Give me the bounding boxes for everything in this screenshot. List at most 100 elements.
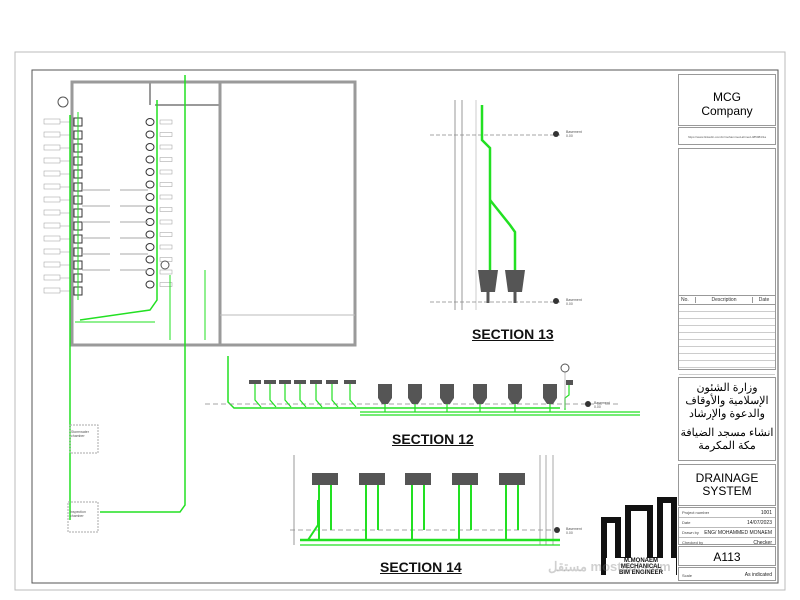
level-marker-icon bbox=[554, 527, 560, 533]
tag-label bbox=[43, 131, 61, 138]
floor-drain bbox=[473, 384, 487, 404]
stormwater-chamber-label: Stormwater chamber bbox=[71, 430, 89, 438]
pipe bbox=[100, 75, 186, 513]
section-13-title: SECTION 13 bbox=[472, 326, 554, 342]
section-14-title: SECTION 14 bbox=[380, 559, 462, 575]
pipe bbox=[331, 384, 339, 408]
level-marker-s12: Basement 0.00 bbox=[594, 401, 610, 409]
level-marker-icon bbox=[553, 131, 559, 137]
section-marker bbox=[160, 260, 170, 270]
tag-label bbox=[43, 144, 61, 151]
wc-fixture bbox=[145, 130, 155, 139]
pipe bbox=[79, 100, 158, 321]
pipe bbox=[480, 105, 492, 270]
tag-label bbox=[159, 282, 173, 287]
pipe bbox=[315, 384, 323, 408]
wc-fixture bbox=[145, 180, 155, 189]
wc-fixture bbox=[145, 205, 155, 214]
pipe bbox=[269, 384, 277, 408]
company-box: MCG Company bbox=[678, 74, 776, 126]
engineer-logo bbox=[601, 497, 677, 575]
floor-drain bbox=[378, 384, 392, 404]
urinal bbox=[264, 380, 276, 384]
floor-trap bbox=[478, 270, 498, 292]
rev-col-description: Description bbox=[696, 297, 753, 303]
urinal bbox=[279, 380, 291, 384]
floor-drain bbox=[408, 384, 422, 404]
tag-label bbox=[159, 244, 173, 250]
info-value: ENG/ MOHAMMED MONAEM bbox=[704, 529, 772, 536]
tag-label bbox=[159, 207, 173, 212]
tag-label bbox=[43, 261, 61, 268]
floor-plan bbox=[43, 75, 357, 533]
wc-fixture bbox=[145, 193, 155, 201]
sheet-title-box: DRAINAGE SYSTEM bbox=[678, 464, 776, 506]
section-14-drawing bbox=[290, 455, 560, 546]
pipe bbox=[307, 500, 319, 541]
scale-value: As indicated bbox=[744, 572, 772, 578]
rev-col-no: No. bbox=[679, 297, 696, 303]
inspection-chamber-label: Inspection chamber bbox=[70, 510, 86, 518]
inspection-chamber bbox=[67, 501, 99, 533]
client-box: وزارة الشئون الإسلامية والأوقاف والدعوة … bbox=[678, 377, 776, 461]
scale-box: Scale As indicated bbox=[678, 567, 776, 581]
info-label: Date bbox=[682, 520, 691, 525]
tag-label bbox=[159, 144, 173, 150]
tag-label bbox=[43, 235, 61, 242]
urinal bbox=[249, 380, 261, 384]
tag-label bbox=[43, 183, 61, 190]
tag-label bbox=[159, 132, 173, 137]
logo-text: M.MONAEM MECHANICAL BIM ENGINEER bbox=[606, 558, 676, 576]
info-label: Checked by bbox=[682, 540, 704, 545]
tag-label bbox=[159, 157, 173, 162]
wc-fixture bbox=[145, 168, 155, 176]
floor-drain bbox=[508, 384, 522, 404]
wall bbox=[70, 80, 357, 347]
project-line: انشاء مسجد الضيافة bbox=[680, 427, 774, 439]
level-marker-s13: Basement 0.00 bbox=[566, 130, 582, 138]
tag-label bbox=[43, 170, 61, 177]
wc-fixture bbox=[145, 118, 155, 126]
wash-basin bbox=[359, 473, 385, 485]
info-row: Date 14/07/2023 bbox=[679, 518, 775, 528]
wash-basin bbox=[499, 473, 525, 485]
wc-fixture bbox=[145, 143, 155, 151]
tag-label bbox=[43, 248, 61, 255]
scale-label: Scale bbox=[682, 572, 693, 578]
urinal bbox=[294, 380, 306, 384]
sheet-title-line: DRAINAGE bbox=[695, 471, 759, 485]
tag-label bbox=[43, 196, 61, 203]
level-marker-icon bbox=[553, 298, 559, 304]
wash-basin bbox=[312, 473, 338, 485]
level-marker-s14: Basement 0.00 bbox=[566, 527, 582, 535]
client-line: الإسلامية والأوقاف bbox=[685, 395, 769, 407]
info-value: 14/07/2023 bbox=[746, 519, 772, 526]
tag-label bbox=[43, 157, 61, 164]
wash-basin bbox=[405, 473, 431, 485]
urinal bbox=[344, 380, 356, 384]
stormwater-chamber bbox=[69, 424, 99, 454]
section-13-drawing bbox=[430, 100, 560, 310]
project-line: مكة المكرمة bbox=[698, 440, 756, 452]
client-line: والدعوة والإرشاد bbox=[689, 408, 765, 420]
logo-line: BIM ENGINEER bbox=[618, 570, 663, 576]
wash-basin bbox=[452, 473, 478, 485]
tag-label bbox=[159, 169, 173, 175]
fixture bbox=[566, 380, 573, 385]
level-marker-icon bbox=[585, 401, 591, 407]
tag-label bbox=[159, 194, 173, 200]
sheet-number: A113 bbox=[678, 546, 776, 566]
tag-label bbox=[43, 287, 61, 294]
company-url[interactable]: https://www.linkedin.com/in/mohammed-ahm… bbox=[678, 127, 776, 145]
pipe bbox=[349, 384, 357, 408]
info-label: Project number bbox=[682, 510, 710, 515]
urinal bbox=[310, 380, 322, 384]
pipe bbox=[564, 385, 570, 410]
logo-line: M.MONAEM bbox=[624, 558, 658, 564]
tag-label bbox=[159, 269, 173, 275]
floor-drain bbox=[440, 384, 454, 404]
pipe bbox=[299, 384, 307, 408]
